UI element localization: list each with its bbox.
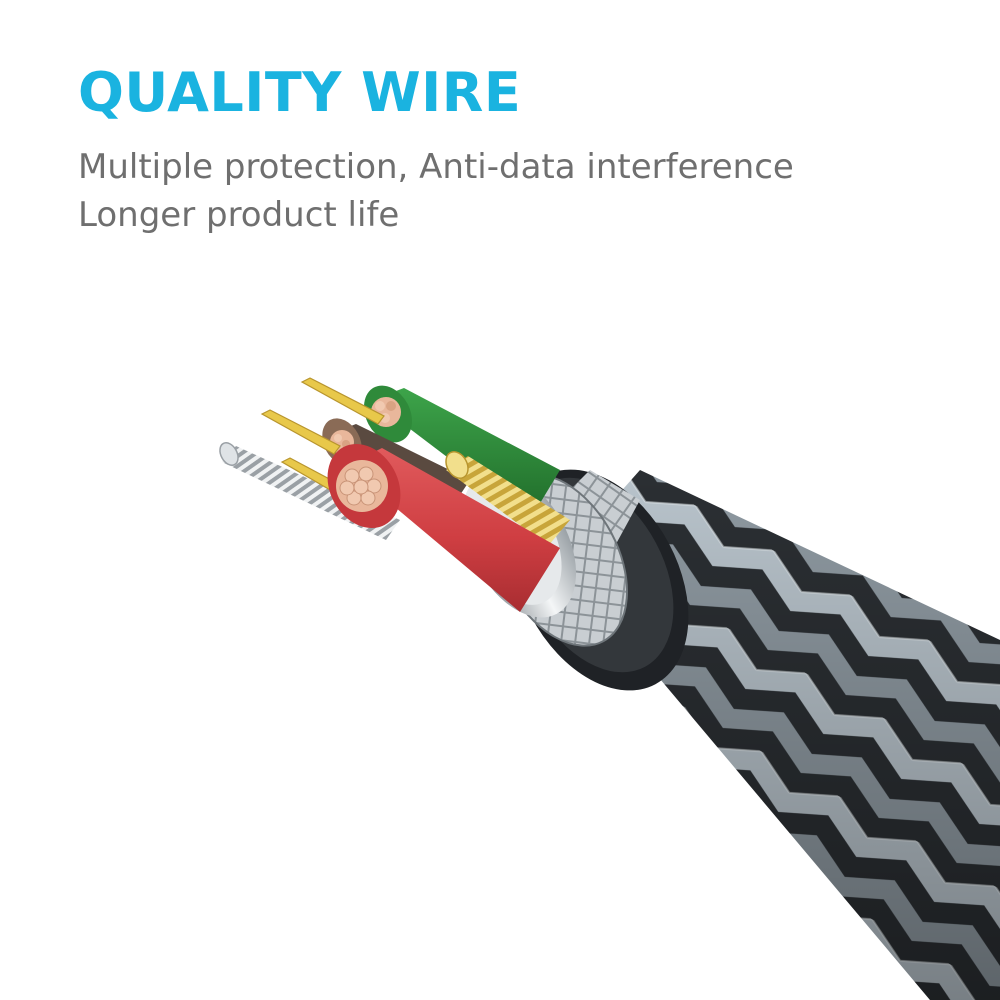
headline: QUALITY WIRE (78, 61, 522, 124)
red-core (327, 443, 560, 612)
gold-twisted-pair (445, 451, 570, 546)
subline-life: Longer product life (78, 195, 400, 235)
subline-protection: Multiple protection, Anti-data interfere… (78, 147, 794, 187)
